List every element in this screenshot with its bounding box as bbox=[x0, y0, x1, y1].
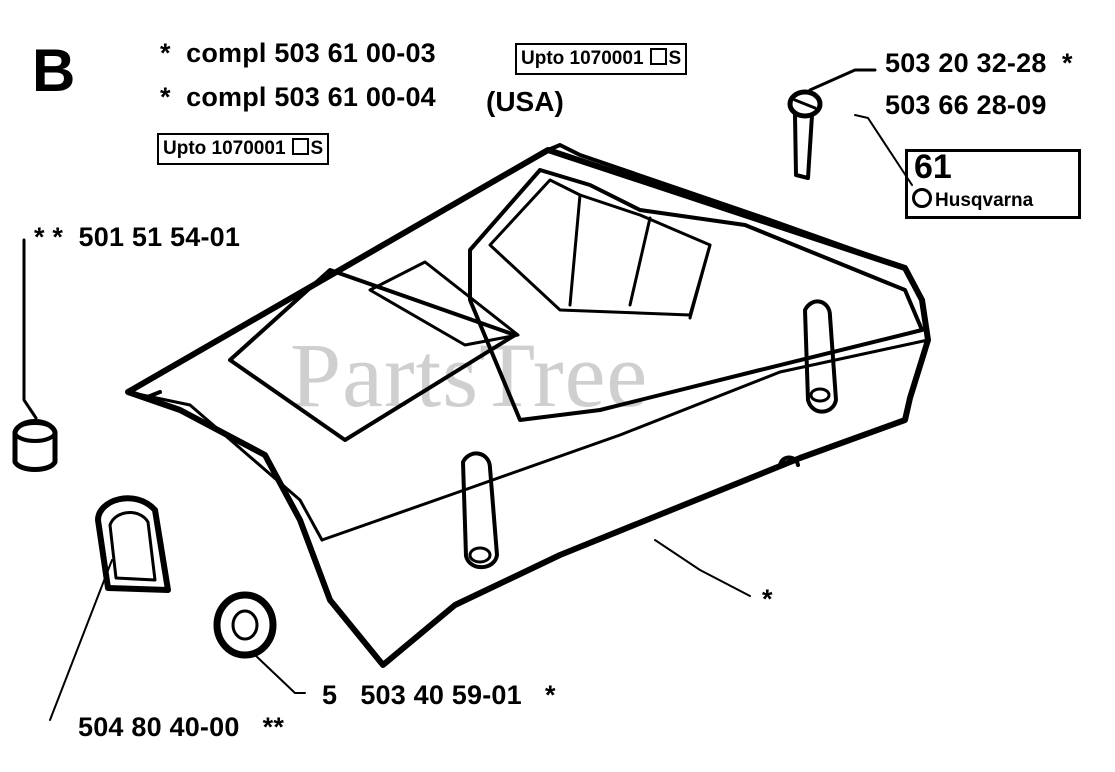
usa-note: (USA) bbox=[486, 86, 564, 117]
gasket-leader bbox=[49, 559, 113, 721]
assembly-star: * bbox=[160, 38, 171, 68]
checkbox-square-icon bbox=[291, 138, 309, 155]
watermark: PartsTree bbox=[290, 324, 649, 426]
assembly-part-number: compl 503 61 00-04 bbox=[186, 82, 436, 112]
cover-boss-right bbox=[803, 299, 838, 414]
checkbox-square-icon bbox=[649, 48, 667, 65]
decal-brand: Husqvarna bbox=[912, 188, 1033, 212]
serial-box-upper: Upto 1070001 S bbox=[515, 43, 688, 75]
section-letter: B bbox=[32, 37, 76, 104]
brand-name: Husqvarna bbox=[935, 190, 1034, 211]
part-label-plug: * * 501 51 54-01 bbox=[34, 222, 240, 253]
cover-top-rib bbox=[568, 193, 582, 307]
serial-suffix: S bbox=[668, 48, 682, 69]
grommet bbox=[213, 591, 277, 659]
plug-leader bbox=[22, 238, 38, 420]
part-number: 501 51 54-01 bbox=[78, 222, 241, 252]
part-label-grommet: 5 503 40 59-01 * bbox=[322, 680, 556, 711]
logo-leader bbox=[854, 114, 913, 186]
part-star: * * bbox=[34, 222, 64, 252]
cover-top-rib-2 bbox=[628, 216, 652, 307]
assembly-part-number: compl 503 61 00-03 bbox=[186, 38, 436, 68]
screw-leader bbox=[808, 68, 877, 92]
assembly-star: * bbox=[160, 82, 171, 112]
cover-top-rib-3 bbox=[688, 243, 712, 320]
cover-edge-front bbox=[126, 390, 324, 542]
assembly-line-2: * compl 503 61 00-04 bbox=[160, 82, 436, 113]
decal-number: 61 bbox=[914, 148, 952, 186]
screw-head bbox=[787, 89, 823, 119]
gasket bbox=[95, 495, 171, 593]
serial-suffix: S bbox=[310, 138, 324, 159]
cover-top-inner bbox=[488, 178, 712, 317]
part-number: 504 80 40-00 bbox=[78, 712, 240, 742]
serial-box-lower: Upto 1070001 S bbox=[157, 133, 330, 165]
crown-logo-icon bbox=[912, 188, 932, 208]
part-star: * bbox=[1061, 48, 1073, 78]
cover-leader bbox=[654, 539, 751, 597]
cover-window-1 bbox=[228, 268, 517, 442]
plug-body bbox=[12, 419, 58, 472]
cover-star: * bbox=[762, 584, 773, 614]
cover-top-panel bbox=[468, 168, 924, 422]
grommet-leader bbox=[254, 654, 306, 694]
cover-boss-left bbox=[461, 451, 499, 570]
part-label-screw-1: 503 20 32-28 * bbox=[885, 48, 1073, 79]
screw-shaft bbox=[793, 113, 814, 180]
husqvarna-decal: 61 Husqvarna bbox=[905, 148, 1081, 219]
part-label-screw-2: 503 66 28-09 bbox=[885, 90, 1047, 120]
serial-text: Upto 1070001 bbox=[163, 138, 286, 159]
part-star: * bbox=[544, 680, 556, 710]
part-prefix: 5 bbox=[322, 680, 338, 710]
serial-text: Upto 1070001 bbox=[521, 48, 644, 69]
cover-outline bbox=[125, 147, 931, 668]
part-star: ** bbox=[262, 712, 285, 742]
assembly-line-1: * compl 503 61 00-03 bbox=[160, 38, 436, 69]
cover-ridge bbox=[546, 143, 907, 270]
part-label-gasket: 504 80 40-00 ** bbox=[78, 712, 284, 743]
part-number: 503 20 32-28 bbox=[885, 48, 1047, 78]
cover-window-2 bbox=[368, 260, 520, 347]
part-number: 503 40 59-01 bbox=[360, 680, 522, 710]
cover-edge-side bbox=[320, 338, 930, 542]
